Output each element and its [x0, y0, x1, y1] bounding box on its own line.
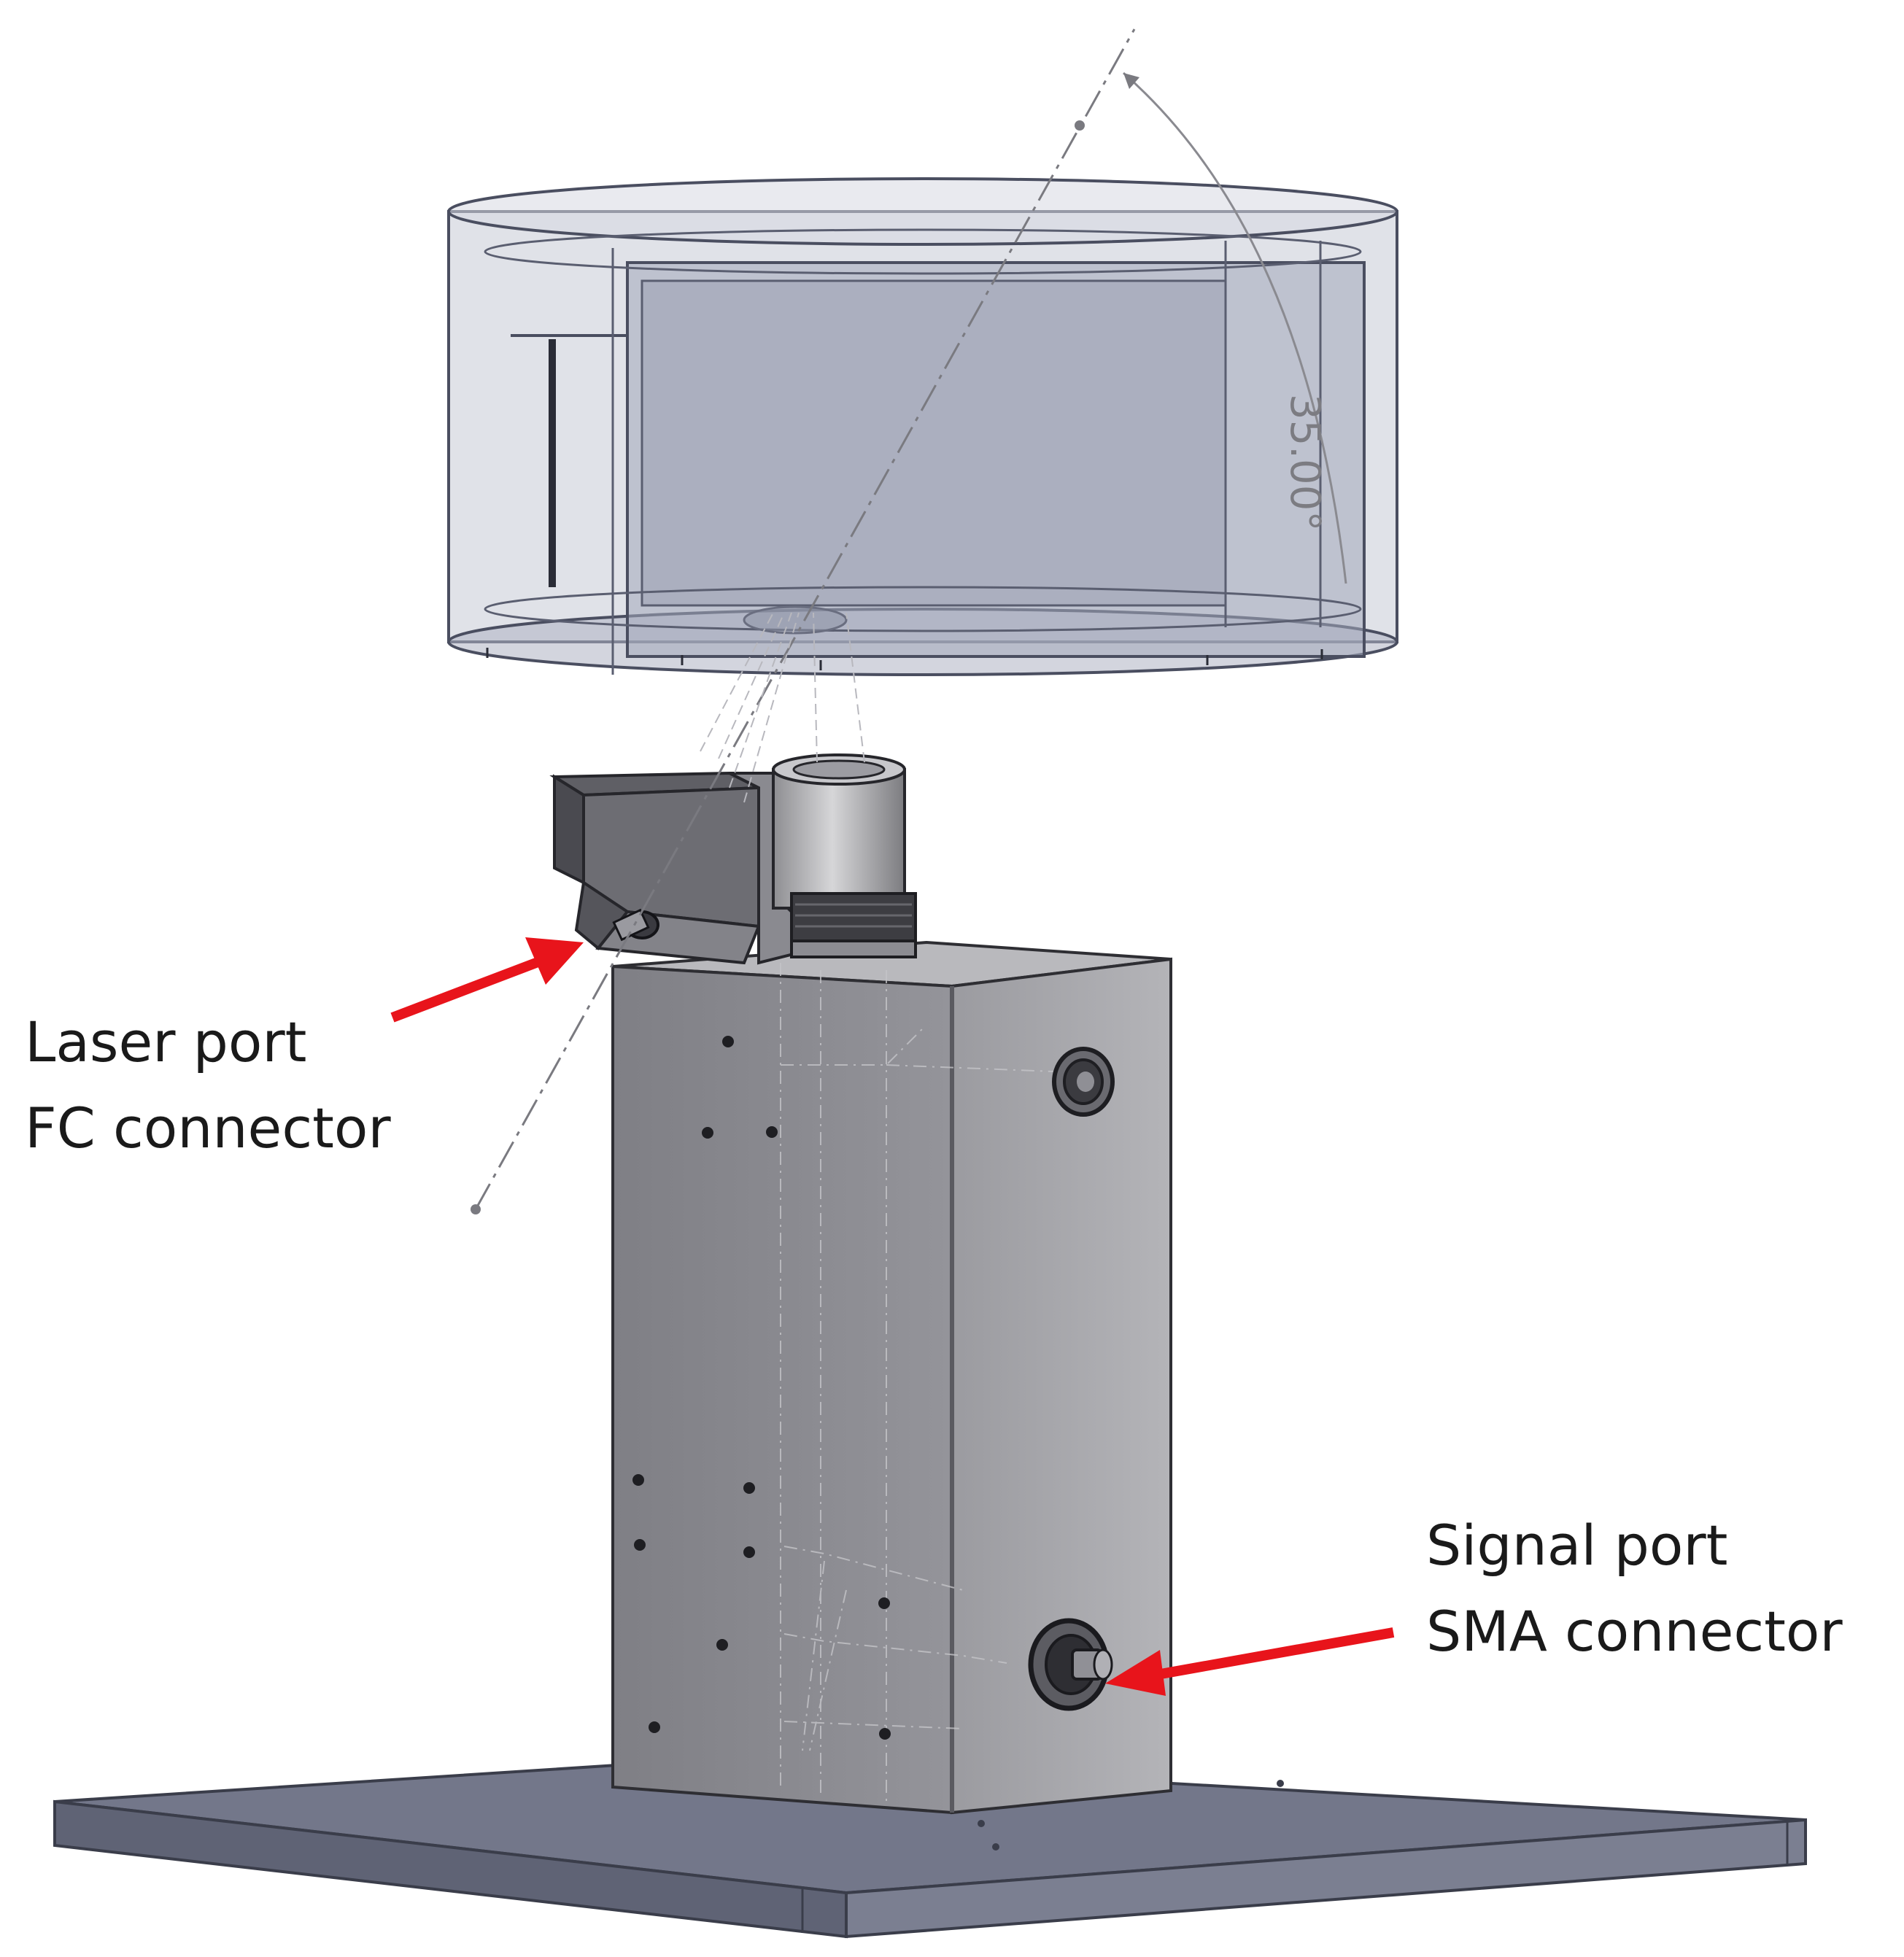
angle-dimension: 35.00° [1281, 394, 1328, 531]
optical-axis-lines: 35.00° [471, 28, 1347, 1214]
signal-port-arrow [1105, 1627, 1395, 1696]
sma-connector [1028, 1618, 1113, 1711]
laser-port-arrow [390, 937, 584, 1023]
signal-port-label: Signal port SMA connector [1426, 1503, 1843, 1675]
laser-port-line2: FC connector [25, 1096, 391, 1160]
electronics-box [611, 940, 1172, 1815]
signal-port-line2: SMA connector [1426, 1599, 1843, 1664]
upper-connector [1052, 1047, 1115, 1117]
laser-bracket [549, 771, 804, 965]
sensor-cylinder [772, 753, 917, 958]
laser-port-line1: Laser port [25, 1009, 307, 1074]
base-plate [53, 1756, 1807, 1939]
signal-port-line1: Signal port [1426, 1513, 1728, 1578]
laser-port-label: Laser port FC connector [25, 999, 391, 1171]
transparent-housing [447, 177, 1398, 676]
